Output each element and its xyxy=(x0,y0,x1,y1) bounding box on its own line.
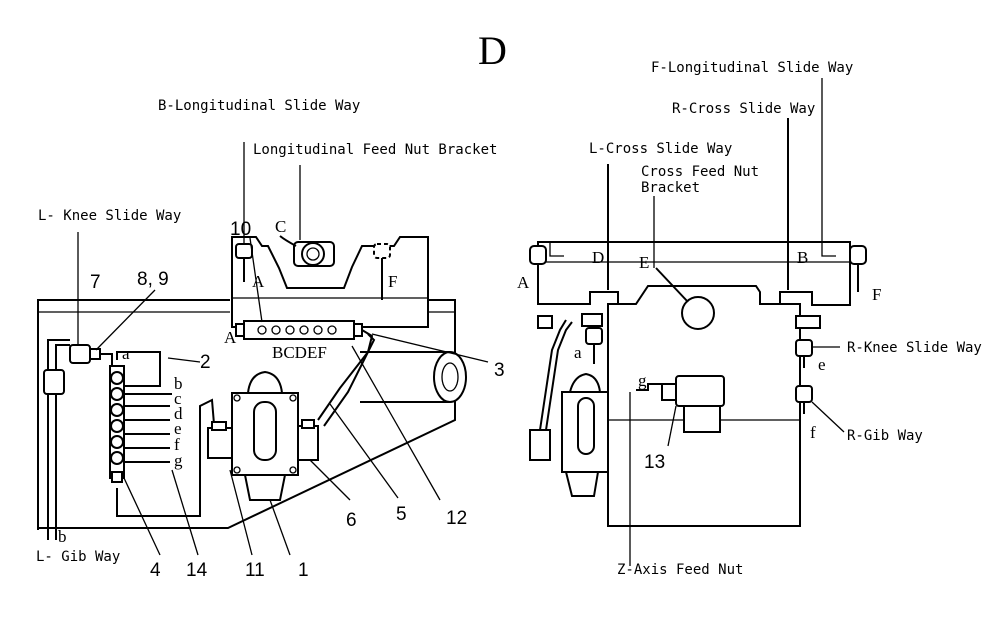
letter-a-small-right: a xyxy=(574,343,582,362)
letter-a-right: A xyxy=(517,273,530,292)
knee-outline xyxy=(37,299,456,530)
fitting-l-gib xyxy=(43,369,65,395)
cylinder xyxy=(360,351,467,403)
side-pump xyxy=(529,315,609,497)
letter-g: g xyxy=(174,451,183,470)
label-l-cross-slide-way: L-Cross Slide Way xyxy=(589,141,732,157)
cross-feed-nut-bracket xyxy=(655,267,715,330)
fitting-a-right xyxy=(529,245,547,292)
pump-1 xyxy=(207,370,319,501)
num-14: 14 xyxy=(186,560,208,581)
label-b-longitudinal-slide-way: B-Longitudinal Slide Way xyxy=(158,98,360,114)
letter-e: e xyxy=(174,419,182,438)
letter-f: f xyxy=(174,435,180,454)
label-bracket: Bracket xyxy=(641,180,700,196)
label-long-feed-nut-bracket: Longitudinal Feed Nut Bracket xyxy=(253,142,497,158)
saddle-small-rect-right xyxy=(795,315,821,329)
letter-f-right: F xyxy=(872,285,881,304)
diagram-title: D xyxy=(478,28,507,73)
fitting-7 xyxy=(47,339,113,540)
label-cross-feed-nut: Cross Feed Nut xyxy=(641,164,759,180)
letter-c-small: c xyxy=(174,389,182,408)
num-11: 11 xyxy=(245,560,265,581)
letter-g-right: g xyxy=(638,371,647,390)
saddle-small-rect-left xyxy=(581,313,603,327)
num-12: 12 xyxy=(446,508,467,529)
num-13: 13 xyxy=(644,452,665,473)
long-feed-nut-bracket xyxy=(279,235,335,267)
fitting-f-gib xyxy=(795,385,813,414)
label-l-knee-slide-way: L- Knee Slide Way xyxy=(38,208,181,224)
letter-e-right: E xyxy=(639,253,649,272)
label-r-cross-slide-way: R-Cross Slide Way xyxy=(672,101,815,117)
leader-lines-left xyxy=(77,142,489,556)
label-r-gib-way: R-Gib Way xyxy=(847,428,923,444)
table-bracket-right xyxy=(821,242,836,257)
z-axis-feed-nut xyxy=(629,375,725,526)
label-r-knee-slide-way: R-Knee Slide Way xyxy=(847,340,982,356)
letter-a-distributor: A xyxy=(224,328,237,347)
fitting-f-right xyxy=(849,245,867,292)
num-6: 6 xyxy=(346,510,357,531)
letter-b-right: B xyxy=(797,248,808,267)
num-4: 4 xyxy=(150,560,161,581)
saddle-block xyxy=(231,236,429,328)
fitting-f-top xyxy=(373,243,391,300)
fitting-a-small xyxy=(585,327,603,364)
num-1: 1 xyxy=(298,560,309,581)
letter-a: a xyxy=(122,344,130,363)
distributor-block-10 xyxy=(235,320,363,340)
leader-lines-right xyxy=(629,196,845,566)
letter-b-bottom: b xyxy=(58,527,67,546)
letters-bcdef: BCDEF xyxy=(272,343,327,362)
letter-e-small-right: e xyxy=(818,355,826,374)
fitting-e-right xyxy=(795,339,813,368)
num-7: 7 xyxy=(90,272,101,293)
table-bracket-left xyxy=(549,242,564,257)
letter-f-small-right: f xyxy=(810,423,816,442)
letter-b: b xyxy=(174,374,183,393)
letter-d: d xyxy=(174,404,183,423)
label-z-axis-feed-nut: Z-Axis Feed Nut xyxy=(617,562,743,578)
num-5: 5 xyxy=(396,504,407,525)
num-10: 10 xyxy=(230,219,251,240)
manifold-lines xyxy=(116,351,215,517)
right-view: F-Longitudinal Slide Way R-Cross Slide W… xyxy=(517,60,982,578)
left-view: B-Longitudinal Slide Way Longitudinal Fe… xyxy=(36,98,505,581)
num-8-9: 8, 9 xyxy=(137,269,169,290)
letter-f-top: F xyxy=(388,272,397,291)
num-2: 2 xyxy=(200,352,211,373)
letter-d-right: D xyxy=(592,248,604,267)
label-l-gib-way: L- Gib Way xyxy=(36,549,120,565)
letter-c: C xyxy=(275,217,286,236)
pipe-5 xyxy=(323,333,376,427)
manifold-4 xyxy=(109,365,125,483)
letter-a-top: A xyxy=(252,272,265,291)
label-f-longitudinal-slide-way: F-Longitudinal Slide Way xyxy=(651,60,853,76)
num-3: 3 xyxy=(494,360,505,381)
